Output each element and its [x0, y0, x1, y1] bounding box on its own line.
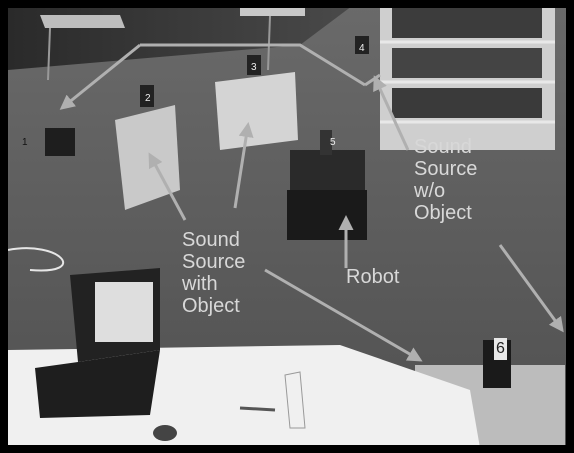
- label-line: Object: [182, 295, 240, 317]
- label-line: Source: [414, 158, 478, 180]
- label-line: Sound: [182, 229, 240, 251]
- source-number-3: 3: [251, 62, 257, 73]
- label-line: Sound: [414, 136, 472, 158]
- source-number-6: 6: [494, 338, 507, 360]
- source-number-2: 2: [145, 93, 151, 104]
- label-line: w/o: [414, 180, 446, 202]
- label-line: Object: [414, 202, 472, 224]
- label-sound-source-without-object: Sound Source w/o Object: [414, 136, 477, 224]
- label-line: Robot: [346, 266, 400, 288]
- source-number-5: 5: [330, 137, 336, 148]
- source-number-1: 1: [22, 137, 28, 148]
- bookshelf: [380, 0, 555, 150]
- back-tables: [40, 8, 305, 81]
- label-line: Source: [182, 251, 246, 273]
- label-sound-source-with-object: Sound Source with Object: [182, 229, 245, 317]
- desk-with-laptop: [8, 268, 480, 448]
- annotation-arrows: [59, 43, 564, 362]
- floor-cable: [7, 247, 65, 272]
- label-robot: Robot: [346, 266, 399, 288]
- label-line: with: [182, 273, 218, 295]
- source-number-4: 4: [359, 43, 365, 54]
- robot-figure: [287, 130, 367, 240]
